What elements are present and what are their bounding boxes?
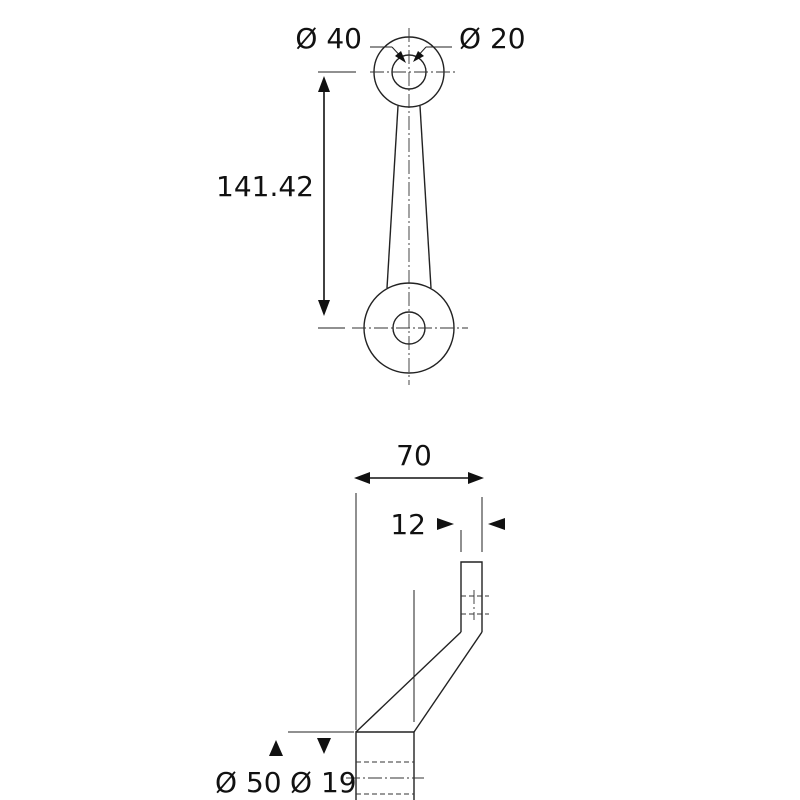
base-inner-arrow-down [317,738,331,754]
base-inner-diameter-label: Ø 19 [290,766,357,799]
arm-left-edge [386,105,399,289]
arm-outer-edge [355,631,462,733]
width-label: 70 [396,439,432,472]
length-label: 141.42 [216,170,314,203]
arm-right-edge [419,105,432,289]
width-arrow-left [354,472,370,484]
outer-diameter-arrow [395,51,406,63]
thickness-arrow-right [488,518,505,530]
top-view: 141.42 Ø 40 Ø 20 [216,22,526,385]
thickness-arrow-left [437,518,454,530]
inner-diameter-arrow [413,51,424,62]
width-arrow-right [468,472,484,484]
side-view: 70 12 Ø 50 Ø 19 [215,439,505,800]
base-boss-outline [355,731,415,800]
upper-tab-outline [460,561,483,632]
arm-inner-edge [413,631,483,733]
length-arrow-bottom [318,300,330,316]
base-outer-diameter-label: Ø 50 [215,766,282,799]
length-arrow-top [318,76,330,92]
inner-diameter-label: Ø 20 [459,22,526,55]
outer-diameter-label: Ø 40 [295,22,362,55]
base-outer-arrow-up [269,740,283,756]
thickness-label: 12 [390,508,426,541]
